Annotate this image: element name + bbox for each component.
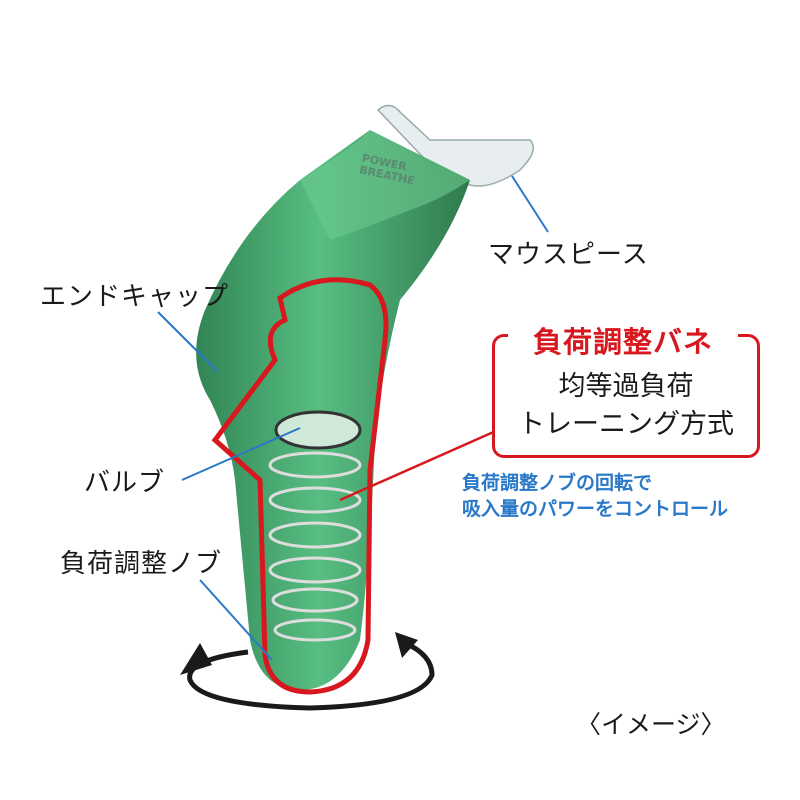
label-mouthpiece: マウスピース [488,240,649,270]
spring-callout-title: 負荷調整バネ [508,325,738,359]
knob-note-line1: 負荷調整ノブの回転で [462,472,653,494]
image-note: 〈イメージ〉 [576,710,726,739]
device-body [196,130,470,690]
spring-outline [211,277,389,695]
label-load-knob: 負荷調整ノブ [60,549,223,579]
label-valve: バルブ [84,468,166,498]
valve [274,410,362,450]
device-highlight [300,130,470,240]
label-end-cap: エンドキャップ [40,282,230,312]
callout-leader [339,428,499,502]
endcap-leader [157,311,219,373]
rotation-arrow [187,640,435,711]
knob-note-line2: 吸入量のパワーをコントロール [462,498,729,520]
knob-leader [199,579,273,661]
spring-coils [268,451,362,642]
mouthpiece [376,104,535,187]
knob-note: 負荷調整ノブの回転で 吸入量のパワーをコントロール [462,470,728,522]
rotation-arrowhead-left [180,643,212,675]
callout-line2: トレーニング方式 [518,409,734,440]
rotation-arrowhead-right [395,632,418,658]
spring-callout-body: 均等過負荷 トレーニング方式 [492,368,760,444]
mouthpiece-leader [511,175,549,233]
callout-line1: 均等過負荷 [558,371,694,402]
valve-leader [181,427,301,481]
